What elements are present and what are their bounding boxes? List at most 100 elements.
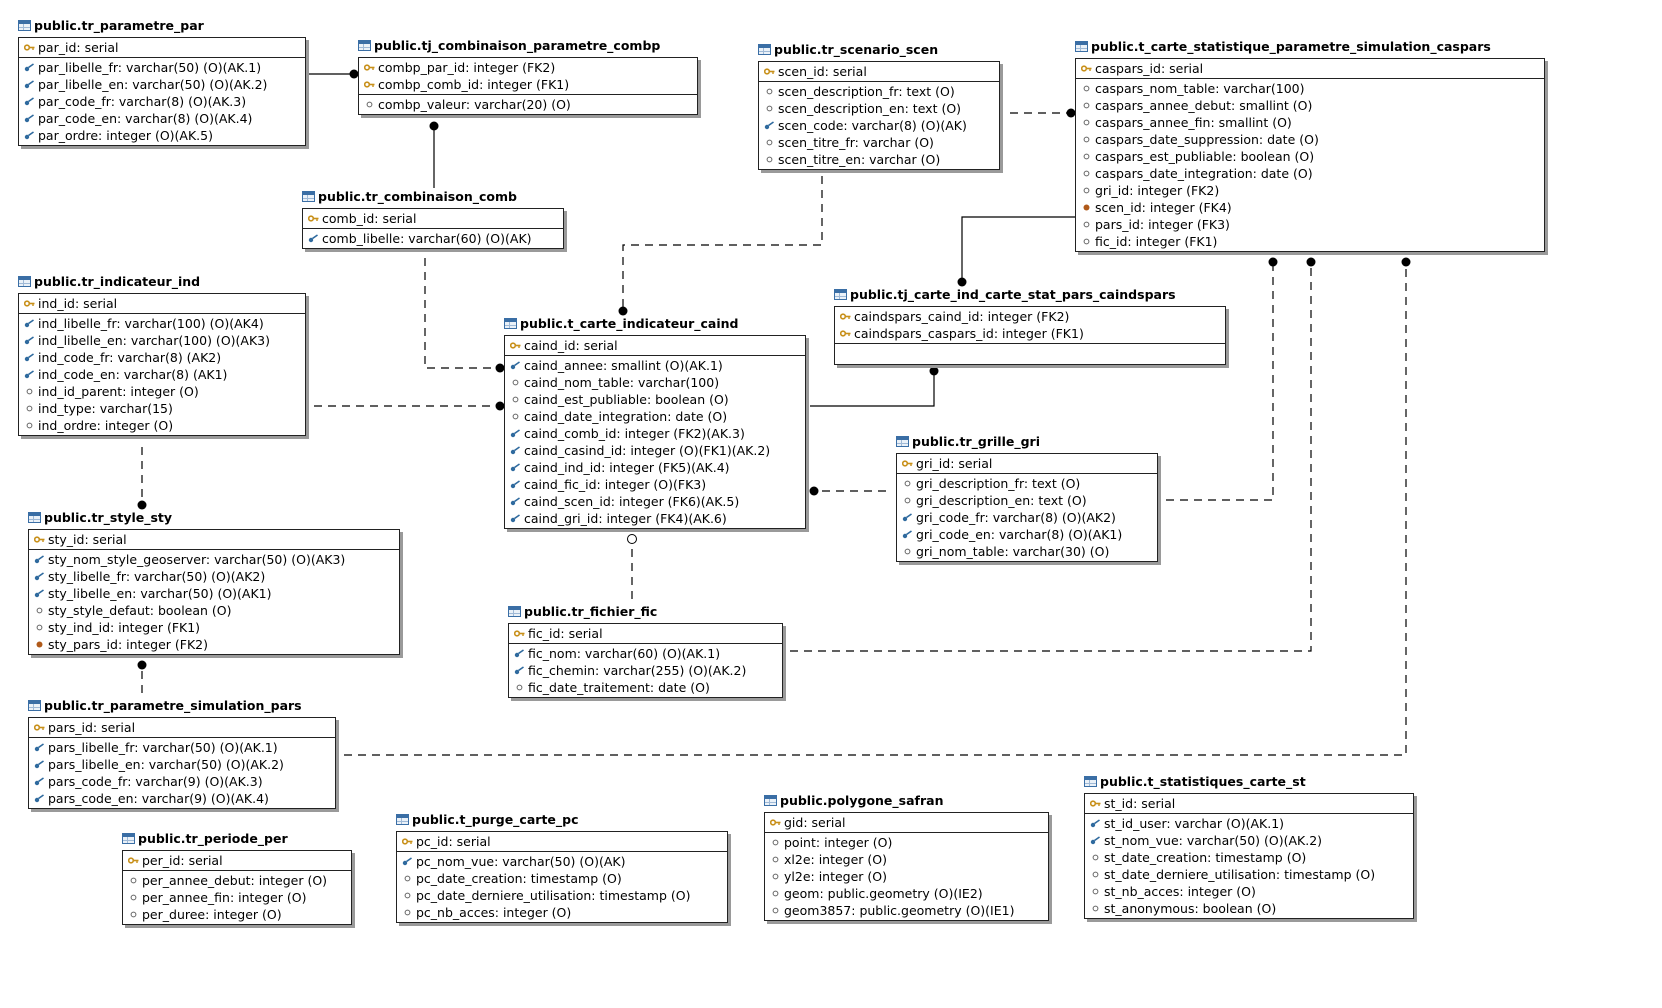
attribute-row[interactable]: geom3857: public.geometry (O)(IE1) <box>765 902 1048 919</box>
primary-key-row[interactable]: fic_id: serial <box>509 625 782 642</box>
primary-key-row[interactable]: comb_id: serial <box>303 210 563 227</box>
attribute-row[interactable]: pars_libelle_en: varchar(50) (O)(AK.2) <box>29 756 335 773</box>
primary-key-row[interactable]: sty_id: serial <box>29 531 399 548</box>
relationship-scen-caind[interactable] <box>618 176 823 316</box>
attribute-row[interactable]: caind_nom_table: varchar(100) <box>505 374 805 391</box>
attribute-row[interactable]: pc_nom_vue: varchar(50) (O)(AK) <box>397 853 727 870</box>
attribute-row[interactable]: scen_description_fr: text (O) <box>759 83 999 100</box>
primary-key-row[interactable]: caindspars_caind_id: integer (FK2) <box>835 308 1225 325</box>
attribute-row[interactable]: pc_nb_acces: integer (O) <box>397 904 727 921</box>
attribute-row[interactable]: per_annee_fin: integer (O) <box>123 889 351 906</box>
attribute-row[interactable]: caind_comb_id: integer (FK2)(AK.3) <box>505 425 805 442</box>
primary-key-row[interactable]: per_id: serial <box>123 852 351 869</box>
attribute-row[interactable]: sty_libelle_en: varchar(50) (O)(AK1) <box>29 585 399 602</box>
attribute-row[interactable]: sty_ind_id: integer (FK1) <box>29 619 399 636</box>
relationship-gri-caind[interactable] <box>809 486 887 496</box>
attribute-row[interactable]: caind_annee: smallint (O)(AK.1) <box>505 357 805 374</box>
attribute-row[interactable]: fic_date_traitement: date (O) <box>509 679 782 696</box>
attribute-row[interactable]: st_nb_acces: integer (O) <box>1085 883 1413 900</box>
relationship-par-combp[interactable] <box>306 69 359 79</box>
attribute-row[interactable]: sty_libelle_fr: varchar(50) (O)(AK2) <box>29 568 399 585</box>
relationship-pars-sty[interactable] <box>137 660 147 694</box>
relationship-ind-caind[interactable] <box>314 401 505 411</box>
attribute-row[interactable]: par_libelle_en: varchar(50) (O)(AK.2) <box>19 76 305 93</box>
relationship-gri-caspars[interactable] <box>1166 257 1278 501</box>
attribute-row[interactable]: scen_code: varchar(8) (O)(AK) <box>759 117 999 134</box>
relationship-caind-caindspars[interactable] <box>810 366 939 407</box>
attribute-row[interactable]: par_libelle_fr: varchar(50) (O)(AK.1) <box>19 59 305 76</box>
primary-key-row[interactable]: caspars_id: serial <box>1076 60 1544 77</box>
relationship-caspars-caindspars[interactable] <box>957 216 1076 287</box>
attribute-row[interactable]: yl2e: integer (O) <box>765 868 1048 885</box>
attribute-row[interactable]: gri_id: integer (FK2) <box>1076 182 1544 199</box>
attribute-row[interactable]: per_annee_debut: integer (O) <box>123 872 351 889</box>
attribute-row[interactable]: caind_casind_id: integer (O)(FK1)(AK.2) <box>505 442 805 459</box>
attribute-row[interactable]: st_anonymous: boolean (O) <box>1085 900 1413 917</box>
attribute-row[interactable]: ind_libelle_fr: varchar(100) (O)(AK4) <box>19 315 305 332</box>
attribute-row[interactable]: caind_est_publiable: boolean (O) <box>505 391 805 408</box>
relationship-scen-caspars[interactable] <box>1010 108 1076 118</box>
attribute-row[interactable]: scen_description_en: text (O) <box>759 100 999 117</box>
attribute-row[interactable]: st_date_derniere_utilisation: timestamp … <box>1085 866 1413 883</box>
attribute-row[interactable]: fic_nom: varchar(60) (O)(AK.1) <box>509 645 782 662</box>
attribute-row[interactable]: caind_fic_id: integer (O)(FK3) <box>505 476 805 493</box>
attribute-row[interactable]: ind_code_fr: varchar(8) (AK2) <box>19 349 305 366</box>
attribute-row[interactable]: scen_titre_en: varchar (O) <box>759 151 999 168</box>
attribute-row[interactable]: pars_libelle_fr: varchar(50) (O)(AK.1) <box>29 739 335 756</box>
attribute-row[interactable]: gri_code_en: varchar(8) (O)(AK1) <box>897 526 1157 543</box>
attribute-row[interactable]: st_date_creation: timestamp (O) <box>1085 849 1413 866</box>
attribute-row[interactable]: caind_ind_id: integer (FK5)(AK.4) <box>505 459 805 476</box>
attribute-row[interactable]: ind_id_parent: integer (O) <box>19 383 305 400</box>
attribute-row[interactable]: ind_ordre: integer (O) <box>19 417 305 434</box>
primary-key-row[interactable]: caindspars_caspars_id: integer (FK1) <box>835 325 1225 342</box>
attribute-row[interactable]: pars_id: integer (FK3) <box>1076 216 1544 233</box>
attribute-row[interactable]: caind_scen_id: integer (FK6)(AK.5) <box>505 493 805 510</box>
attribute-row[interactable]: ind_type: varchar(15) <box>19 400 305 417</box>
attribute-row[interactable]: comb_libelle: varchar(60) (O)(AK) <box>303 230 563 247</box>
primary-key-row[interactable]: par_id: serial <box>19 39 305 56</box>
attribute-row[interactable]: caspars_est_publiable: boolean (O) <box>1076 148 1544 165</box>
primary-key-row[interactable]: ind_id: serial <box>19 295 305 312</box>
attribute-row[interactable]: caspars_date_integration: date (O) <box>1076 165 1544 182</box>
attribute-row[interactable]: sty_style_defaut: boolean (O) <box>29 602 399 619</box>
attribute-row[interactable]: caind_date_integration: date (O) <box>505 408 805 425</box>
relationship-comb-caind[interactable] <box>424 258 505 373</box>
attribute-row[interactable]: caspars_nom_table: varchar(100) <box>1076 80 1544 97</box>
attribute-row[interactable]: scen_titre_fr: varchar (O) <box>759 134 999 151</box>
attribute-row[interactable]: par_code_fr: varchar(8) (O)(AK.3) <box>19 93 305 110</box>
relationship-combp-comb[interactable] <box>429 121 439 189</box>
attribute-row[interactable]: xl2e: integer (O) <box>765 851 1048 868</box>
primary-key-row[interactable]: pc_id: serial <box>397 833 727 850</box>
attribute-row[interactable]: gri_description_fr: text (O) <box>897 475 1157 492</box>
attribute-row[interactable]: point: integer (O) <box>765 834 1048 851</box>
attribute-row[interactable]: gri_code_fr: varchar(8) (O)(AK2) <box>897 509 1157 526</box>
primary-key-row[interactable]: combp_par_id: integer (FK2) <box>359 59 697 76</box>
attribute-row[interactable]: par_code_en: varchar(8) (O)(AK.4) <box>19 110 305 127</box>
relationship-pars-caspars[interactable] <box>344 257 1411 756</box>
attribute-row[interactable]: geom: public.geometry (O)(IE2) <box>765 885 1048 902</box>
relationship-ind-sty[interactable] <box>137 447 147 510</box>
attribute-row[interactable]: caspars_date_suppression: date (O) <box>1076 131 1544 148</box>
relationship-fic-caind[interactable] <box>627 534 637 600</box>
attribute-row[interactable]: pars_code_fr: varchar(9) (O)(AK.3) <box>29 773 335 790</box>
attribute-row[interactable]: combp_valeur: varchar(20) (O) <box>359 96 697 113</box>
attribute-row[interactable]: pars_code_en: varchar(9) (O)(AK.4) <box>29 790 335 807</box>
attribute-row[interactable]: st_id_user: varchar (O)(AK.1) <box>1085 815 1413 832</box>
attribute-row[interactable]: scen_id: integer (FK4) <box>1076 199 1544 216</box>
attribute-row[interactable]: st_nom_vue: varchar(50) (O)(AK.2) <box>1085 832 1413 849</box>
attribute-row[interactable]: par_ordre: integer (O)(AK.5) <box>19 127 305 144</box>
attribute-row[interactable]: gri_nom_table: varchar(30) (O) <box>897 543 1157 560</box>
primary-key-row[interactable]: caind_id: serial <box>505 337 805 354</box>
attribute-row[interactable]: caind_gri_id: integer (FK4)(AK.6) <box>505 510 805 527</box>
relationship-fic-caspars[interactable] <box>790 257 1316 652</box>
attribute-row[interactable]: pc_date_creation: timestamp (O) <box>397 870 727 887</box>
attribute-row[interactable]: gri_description_en: text (O) <box>897 492 1157 509</box>
attribute-row[interactable]: fic_id: integer (FK1) <box>1076 233 1544 250</box>
attribute-row[interactable]: ind_code_en: varchar(8) (AK1) <box>19 366 305 383</box>
primary-key-row[interactable]: gri_id: serial <box>897 455 1157 472</box>
primary-key-row[interactable]: scen_id: serial <box>759 63 999 80</box>
attribute-row[interactable]: ind_libelle_en: varchar(100) (O)(AK3) <box>19 332 305 349</box>
primary-key-row[interactable]: gid: serial <box>765 814 1048 831</box>
attribute-row[interactable]: sty_pars_id: integer (FK2) <box>29 636 399 653</box>
primary-key-row[interactable]: pars_id: serial <box>29 719 335 736</box>
